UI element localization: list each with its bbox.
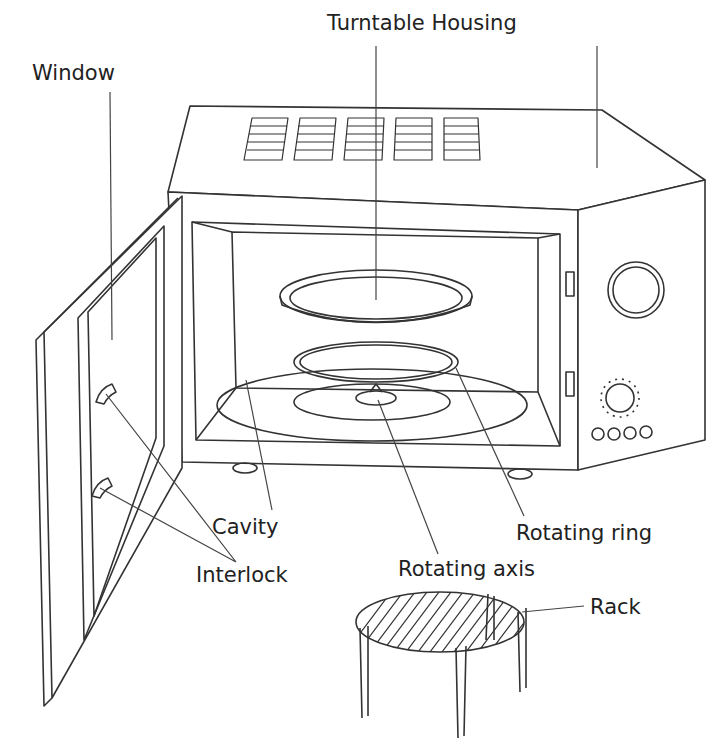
vent — [244, 118, 480, 160]
foot — [233, 463, 257, 473]
part-label: Rotating ring — [516, 520, 652, 546]
cavity-floor-ring — [217, 369, 527, 441]
display-dial — [613, 267, 659, 313]
leader-line — [378, 400, 438, 554]
rotating-axis — [370, 384, 382, 392]
window — [88, 238, 156, 616]
interlock-hook — [92, 478, 112, 498]
leader-line — [596, 46, 597, 168]
oven-top — [168, 106, 705, 210]
door-latch-slot — [566, 272, 574, 396]
oven-front — [168, 192, 578, 470]
leader-line — [375, 46, 376, 300]
rotating-ring — [300, 345, 452, 379]
leader-line — [110, 92, 112, 340]
door-edge — [36, 198, 178, 706]
part-label: Interlock — [196, 562, 288, 588]
part-label: Turntable Housing — [327, 10, 517, 36]
control-knob — [606, 384, 634, 412]
button — [608, 428, 620, 440]
part-label: Window — [32, 60, 115, 86]
button — [624, 427, 636, 439]
rack-wire — [340, 580, 556, 660]
part-label: Cavity — [212, 514, 278, 540]
vents — [244, 118, 480, 160]
leader-line — [246, 380, 272, 510]
rack-wires — [340, 580, 556, 660]
control-panel — [578, 180, 705, 470]
leader-line — [522, 606, 584, 612]
window — [78, 226, 164, 640]
button — [640, 426, 652, 438]
button — [592, 428, 604, 440]
display-dial — [608, 262, 664, 318]
foot — [508, 469, 532, 479]
part-label: Rack — [590, 594, 641, 620]
leader-line — [456, 368, 524, 516]
door — [44, 196, 182, 698]
rotating-ring — [294, 342, 458, 382]
cavity-back — [232, 232, 538, 392]
rotating-axis — [356, 391, 396, 405]
cavity-floor-ring — [294, 384, 450, 420]
vent-slats — [247, 126, 480, 150]
control-knob — [601, 379, 639, 417]
rack-leg — [360, 594, 526, 738]
part-label: Rotating axis — [398, 556, 535, 582]
